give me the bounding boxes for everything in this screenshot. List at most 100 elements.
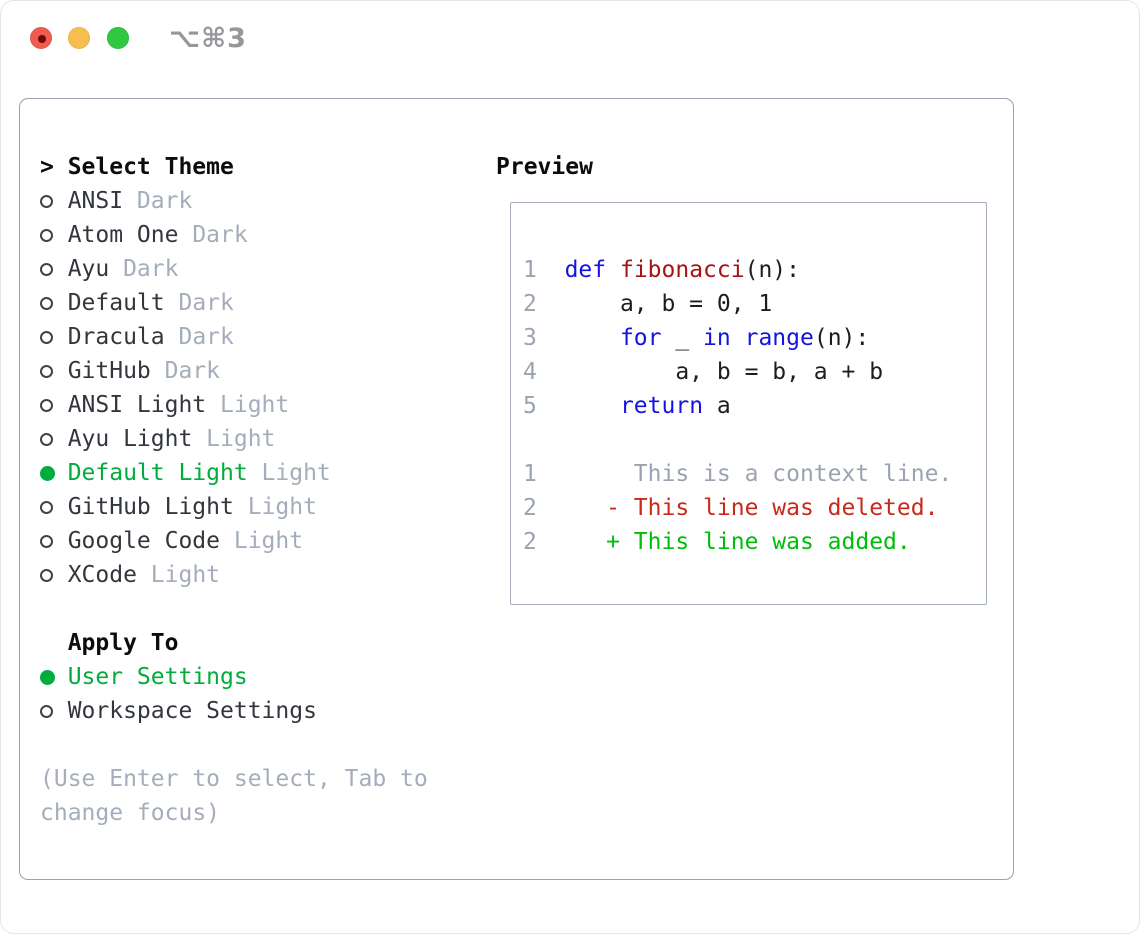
option-label: Atom One	[67, 222, 179, 248]
option-variant-label: Dark	[192, 222, 248, 248]
option-label: Google Code	[67, 528, 221, 554]
code-token: a, b = b, a + b	[536, 359, 884, 385]
theme-list-title: Select Theme	[67, 154, 234, 180]
zoom-button[interactable]	[107, 27, 129, 49]
radio-unselected-icon	[40, 364, 53, 378]
option-label: User Settings	[67, 664, 248, 690]
code-token	[537, 257, 565, 283]
code-token	[606, 257, 620, 283]
code-token: return	[619, 393, 704, 419]
code-token: This is a context line.	[536, 461, 953, 487]
option-label: ANSI	[67, 188, 124, 214]
radio-marker	[40, 432, 68, 446]
option-label: GitHub Light	[67, 494, 234, 520]
radio-selected-icon	[40, 669, 55, 685]
radio-unselected-icon	[40, 432, 53, 446]
radio-unselected-icon	[40, 194, 53, 208]
option-label: Default	[67, 290, 165, 316]
option-variant-label: Dark	[178, 290, 234, 316]
spacer	[40, 592, 455, 626]
code-token: a	[703, 393, 731, 419]
option-variant-label: Light	[206, 426, 276, 452]
code-token: in	[703, 325, 731, 351]
option-label: Dracula	[67, 324, 165, 350]
radio-unselected-icon	[40, 330, 53, 344]
code-token	[537, 529, 606, 555]
theme-option-google-code[interactable]: Google Code Light	[40, 524, 455, 558]
radio-marker	[40, 534, 68, 548]
prompt-icon: >	[40, 154, 54, 180]
line-number: 1	[523, 461, 537, 487]
radio-unselected-icon	[40, 500, 53, 514]
code-token: fibonacci	[619, 257, 745, 283]
code-token: range	[744, 325, 814, 351]
code-line: 1 def fibonacci(n):	[523, 253, 986, 287]
option-variant-label: Light	[233, 528, 304, 554]
close-button[interactable]	[30, 27, 52, 49]
option-label: Ayu	[67, 256, 110, 282]
code-token	[731, 325, 745, 351]
theme-option-atom-one[interactable]: Atom One Dark	[40, 218, 455, 252]
theme-option-ansi[interactable]: ANSI Dark	[40, 184, 455, 218]
code-token: + This line was added.	[606, 529, 911, 555]
code-line: 5 return a	[523, 389, 986, 423]
radio-unselected-icon	[40, 534, 53, 548]
window-title: ⌥⌘3	[169, 23, 247, 54]
code-token: for	[619, 325, 662, 351]
radio-marker	[40, 364, 68, 378]
radio-selected-icon	[40, 465, 55, 481]
minimize-button[interactable]	[68, 27, 90, 49]
apply-option-user-settings[interactable]: User Settings	[40, 660, 455, 694]
radio-marker	[40, 330, 68, 344]
theme-option-ayu[interactable]: Ayu Dark	[40, 252, 455, 286]
titlebar: ⌥⌘3	[1, 1, 1139, 75]
radio-marker	[40, 296, 68, 310]
code-token: (n):	[744, 257, 800, 283]
radio-unselected-icon	[40, 296, 53, 310]
radio-marker	[40, 228, 68, 242]
radio-marker	[40, 500, 68, 514]
radio-marker	[40, 704, 68, 718]
code-token	[537, 393, 620, 419]
line-number: 1	[523, 257, 537, 283]
apply-option-workspace-settings[interactable]: Workspace Settings	[40, 694, 455, 728]
option-variant-label: Light	[220, 392, 290, 418]
theme-list-title-row: > Select Theme	[40, 150, 455, 184]
option-variant-label: Dark	[136, 188, 193, 214]
code-token: (n):	[813, 325, 870, 351]
radio-unselected-icon	[40, 262, 53, 276]
option-variant-label: Light	[150, 562, 221, 588]
option-variant-label: Light	[247, 494, 317, 520]
radio-unselected-icon	[40, 228, 53, 242]
theme-option-github-light[interactable]: GitHub Light Light	[40, 490, 455, 524]
radio-marker	[40, 669, 68, 685]
option-variant-label: Dark	[123, 256, 179, 282]
diff-line: 2 + This line was added.	[523, 525, 986, 559]
option-label: Workspace Settings	[67, 698, 317, 724]
radio-unselected-icon	[40, 398, 53, 412]
radio-unselected-icon	[40, 568, 53, 582]
line-number: 2	[523, 529, 537, 555]
code-token: _	[661, 325, 704, 351]
line-number: 4	[523, 359, 537, 385]
radio-marker	[40, 262, 68, 276]
apply-to-title: Apply To	[67, 630, 179, 656]
diff-line: 2 - This line was deleted.	[523, 491, 986, 525]
theme-option-default[interactable]: Default Dark	[40, 286, 455, 320]
option-label: GitHub	[67, 358, 151, 384]
code-token: a, b = 0, 1	[536, 291, 773, 317]
help-text: (Use Enter to select, Tab to change focu…	[40, 766, 428, 826]
line-number: 3	[523, 325, 537, 351]
